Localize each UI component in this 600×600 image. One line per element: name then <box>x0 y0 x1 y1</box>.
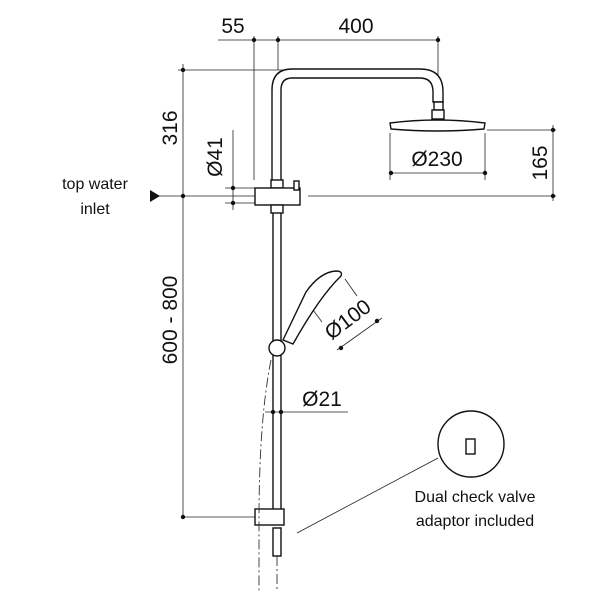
inlet-label-line2: inlet <box>80 201 110 218</box>
valve-label-line1: Dual check valve <box>415 489 536 506</box>
dim-316: 316 <box>159 110 182 145</box>
dim-55: 55 <box>221 15 244 38</box>
inlet-label-line1: top water <box>62 176 128 193</box>
wall-bracket <box>254 508 285 526</box>
valve-label-line2: adaptor included <box>416 513 534 530</box>
slider-ball <box>268 339 286 357</box>
hose-path <box>258 359 278 592</box>
dim-230: Ø230 <box>411 148 462 171</box>
dim-100: Ø100 <box>321 295 376 344</box>
mounting-block <box>254 187 301 206</box>
hand-shower <box>282 270 343 345</box>
shower-head <box>389 119 486 132</box>
dim-41: Ø41 <box>204 137 227 177</box>
dim-21: Ø21 <box>302 388 342 411</box>
dim-400: 400 <box>338 15 373 38</box>
dim-165: 165 <box>529 145 552 180</box>
dimension-lines <box>150 36 556 534</box>
dimension-dots <box>150 37 556 520</box>
dim-600-800: 600 - 800 <box>159 276 182 365</box>
shower-fixture <box>254 68 505 557</box>
